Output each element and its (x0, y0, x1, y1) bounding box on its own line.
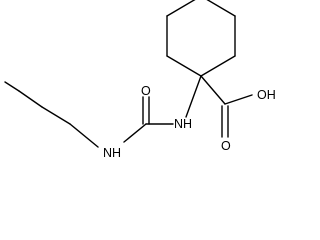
amide-nh-label: NH (174, 117, 192, 131)
carboxylic-acid-group (200, 75, 253, 138)
ring-bond (166, 55, 202, 77)
butyl-chain (4, 81, 99, 148)
acid-oxygen-label: O (221, 139, 231, 153)
butyl-bond (41, 106, 71, 125)
carbonyl-oxygen-label: O (141, 84, 151, 98)
molecule-diagram: O NH NH OH O (4, 0, 276, 160)
amine-nh-label: NH (103, 146, 121, 160)
butyl-bond (4, 81, 20, 92)
ring-bond (200, 55, 236, 77)
ring-to-nh-bond (185, 75, 202, 118)
ring-bond (166, 0, 196, 17)
ring-bond (206, 0, 236, 17)
nh-to-butyl-bond (69, 123, 99, 148)
carbonyl-to-nh-bond (123, 123, 147, 143)
acid-c-oh-bond (224, 94, 253, 105)
structure-canvas: O NH NH OH O (4, 0, 276, 160)
urea-group (123, 75, 202, 143)
cyclohexane-ring (166, 0, 236, 77)
hydroxyl-label: OH (257, 88, 276, 102)
butyl-bond (18, 90, 43, 108)
ring-to-acid-carbon-bond (200, 75, 226, 105)
